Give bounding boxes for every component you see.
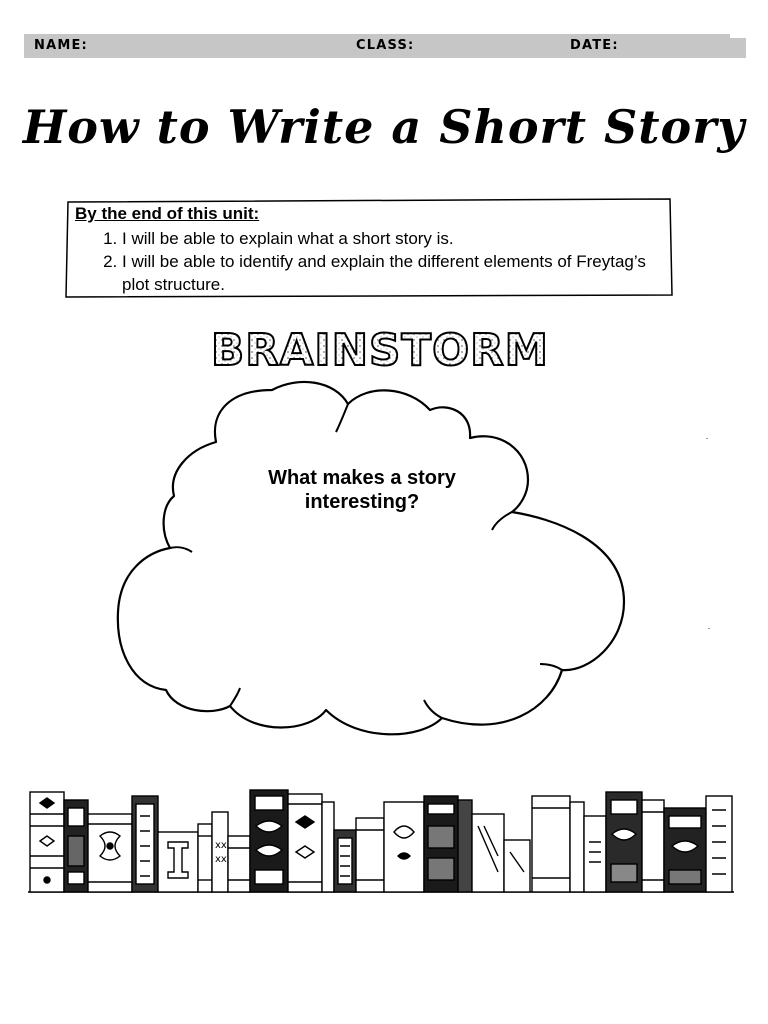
brainstorm-heading-text: BRAINSTORM — [211, 325, 549, 376]
header-bar-notch — [730, 30, 746, 38]
objectives-heading: By the end of this unit: — [75, 204, 260, 223]
student-info-bar: NAME: CLASS: DATE: — [24, 34, 746, 58]
objectives-list: I will be able to explain what a short s… — [94, 227, 662, 296]
objectives-frame — [65, 198, 673, 298]
brainstorm-heading: BRAINSTORM — [210, 324, 549, 376]
learning-objectives-box: By the end of this unit: I will be able … — [64, 198, 674, 298]
svg-text:xx: xx — [215, 840, 227, 851]
brainstorm-question: What makes a story interesting? — [268, 467, 456, 513]
svg-text:xx: xx — [215, 854, 227, 865]
scan-speck — [708, 628, 710, 629]
scan-speck — [706, 438, 708, 439]
objective-item: I will be able to explain what a short s… — [122, 227, 662, 250]
name-label: NAME: — [34, 38, 88, 53]
objective-item: I will be able to identify and explain t… — [122, 250, 662, 296]
brainstorm-cloud — [116, 380, 626, 736]
class-label: CLASS: — [356, 38, 415, 53]
date-label: DATE: — [570, 38, 619, 53]
worksheet-title: How to Write a Short Story — [22, 100, 746, 154]
bookshelf-illustration: xx xx — [28, 789, 734, 893]
